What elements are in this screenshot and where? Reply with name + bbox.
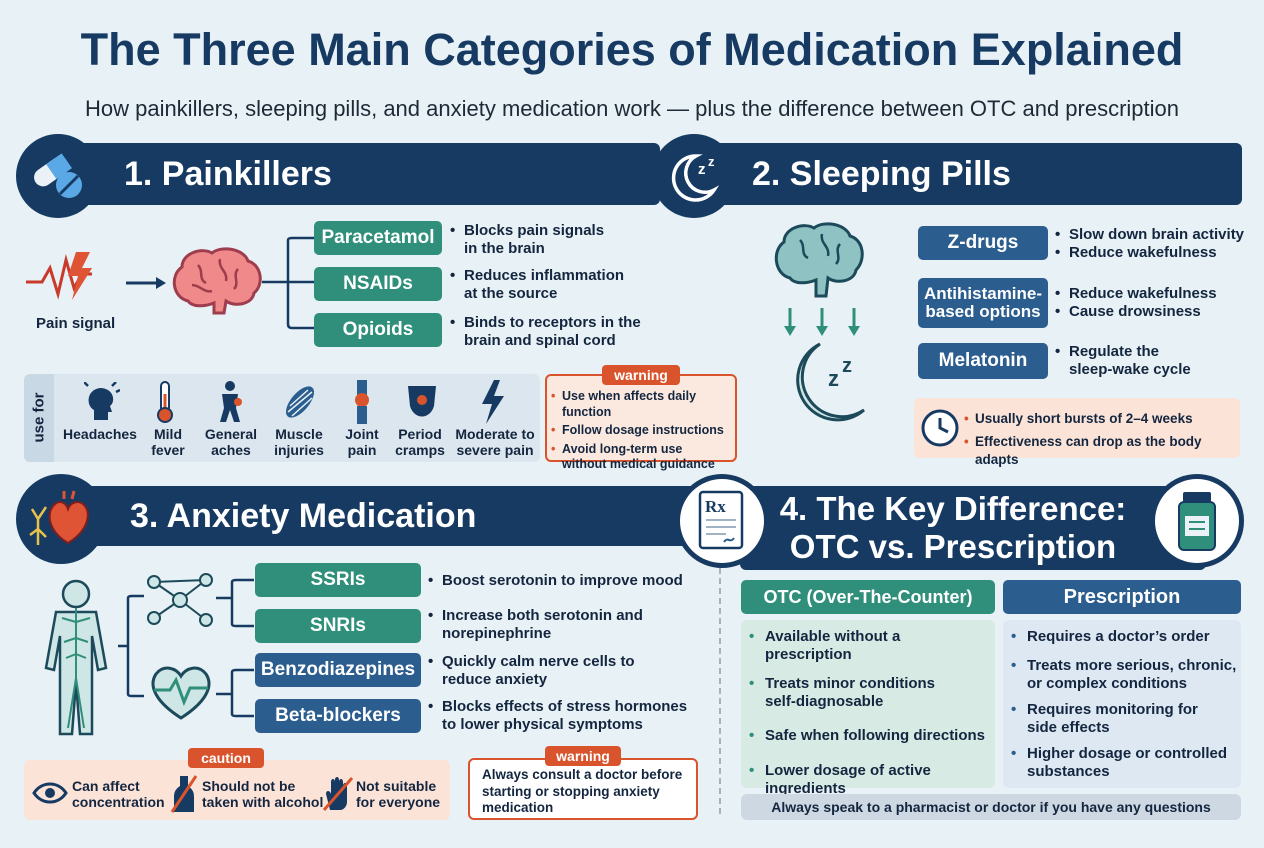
branch-lines — [262, 236, 316, 330]
rx-item-2: Treats more serious, chronic,or complex … — [1007, 657, 1237, 693]
body-nerves-icon — [44, 579, 108, 736]
otc-item-3: Safe when following directions — [745, 727, 991, 745]
difference-heading-l1: 4. The Key Difference: — [779, 490, 1127, 527]
painkiller-warning-tag: warning — [602, 365, 680, 385]
headache-icon — [84, 382, 120, 420]
sleep-brain-icon — [774, 222, 864, 298]
use-for-label: use for — [30, 392, 48, 443]
page-title: The Three Main Categories of Medication … — [80, 24, 1184, 75]
clock-icon — [921, 409, 959, 447]
painkillers-banner: 1. Painkillers — [60, 143, 660, 205]
painkillers-heading: 1. Painkillers — [124, 154, 332, 193]
rx-item-1: Requires a doctor’s order — [1007, 628, 1237, 646]
otc-card: Available without a prescription Treats … — [741, 620, 995, 797]
use-headaches: Headaches — [63, 426, 137, 442]
eye-icon — [32, 782, 68, 804]
use-for-label-bar — [24, 374, 54, 462]
moon-icon: z z — [796, 342, 865, 422]
nsaids-pill: NSAIDs — [314, 267, 442, 301]
down-arrows-icon — [784, 308, 860, 336]
difference-banner: 4. The Key Difference: OTC vs. Prescript… — [740, 486, 1206, 570]
prescription-icon: Rx — [675, 474, 769, 568]
z-drugs-desc: •Slow down brain activity•Reduce wakeful… — [1055, 226, 1245, 261]
otc-item-1: Available without a prescription — [745, 628, 991, 664]
bolt-icon — [482, 380, 504, 424]
painkiller-warning-list: Use when affects daily function Follow d… — [551, 389, 735, 473]
sleeping-banner: 2. Sleeping Pills — [700, 143, 1242, 205]
opioids-pill: Opioids — [314, 313, 442, 347]
ssris-desc: •Boost serotonin to improve mood — [428, 572, 683, 589]
svg-text:z: z — [842, 355, 852, 377]
sleeping-heading: 2. Sleeping Pills — [752, 154, 1011, 193]
antihistamine-pill: Antihistamine-based options — [918, 278, 1048, 328]
beta-blockers-pill: Beta-blockers — [255, 699, 421, 733]
ssris-pill: SSRIs — [255, 563, 421, 597]
melatonin-pill: Melatonin — [918, 343, 1048, 379]
thermometer-icon — [157, 381, 173, 423]
no-alcohol-icon — [170, 775, 198, 813]
svg-text:z: z — [828, 366, 839, 391]
brain-icon — [172, 247, 262, 315]
anxiety-branch-lines-right — [216, 578, 254, 718]
rx-card: Requires a doctor’s order Treats more se… — [1003, 620, 1241, 788]
snris-pill: SNRIs — [255, 609, 421, 643]
network-icon — [147, 573, 213, 627]
muscle-icon — [285, 386, 315, 418]
page-subtitle: How painkillers, sleeping pills, and anx… — [84, 96, 1180, 121]
caution-box — [24, 760, 450, 820]
caution-tag: caution — [188, 748, 264, 768]
svg-text:z: z — [708, 154, 715, 169]
lightning-pain-icon — [26, 252, 92, 300]
difference-heading-l2: OTC vs. Prescription — [789, 528, 1117, 565]
section-divider — [719, 568, 721, 814]
pill-capsule-icon — [16, 134, 100, 218]
antihistamine-desc: •Reduce wakefulness•Cause drowsiness — [1055, 285, 1217, 320]
z-drugs-pill: Z-drugs — [918, 226, 1048, 260]
anxiety-branch-lines — [118, 594, 144, 698]
stop-hand-icon — [322, 777, 354, 811]
otc-title: OTC (Over-The-Counter) — [741, 580, 995, 614]
sleep-notes-list: Usually short bursts of 2–4 weeks Effect… — [964, 410, 1240, 469]
use-for-panel — [24, 374, 540, 462]
svg-text:z: z — [698, 161, 706, 178]
difference-footer: Always speak to a pharmacist or doctor i… — [741, 794, 1241, 820]
anxiety-banner: 3. Anxiety Medication — [60, 486, 700, 546]
body-ache-icon — [220, 381, 242, 422]
joint-icon — [355, 380, 369, 424]
svg-text:Rx: Rx — [705, 497, 726, 516]
heartbeat-icon — [151, 666, 211, 720]
medicine-bottle-icon — [1150, 474, 1244, 568]
rx-title: Prescription — [1003, 580, 1241, 614]
benzodiazepines-pill: Benzodiazepines — [255, 653, 421, 687]
pain-signal-label: Pain signal — [36, 315, 116, 332]
arrow-icon — [126, 277, 166, 289]
anxiety-heading: 3. Anxiety Medication — [130, 496, 477, 535]
heart-nerve-icon — [16, 474, 106, 564]
paracetamol-pill: Paracetamol — [314, 221, 442, 255]
cramp-icon — [408, 386, 436, 417]
anxiety-warning-tag: warning — [545, 746, 621, 766]
